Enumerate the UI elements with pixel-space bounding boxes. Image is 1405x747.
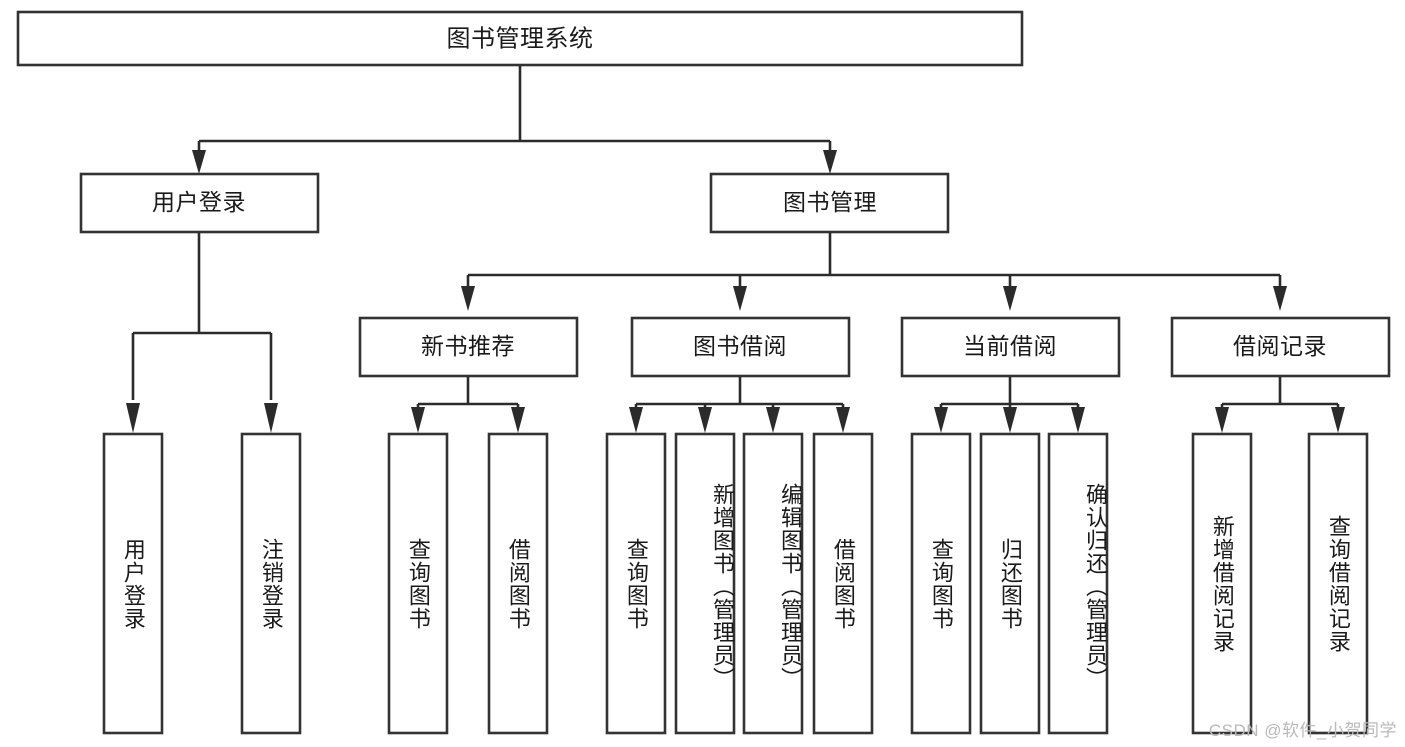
leaf-box-cb-confirm-return[interactable] (1047, 432, 1109, 735)
arrow-head-bb-borrow-book (836, 407, 850, 433)
node-book-borrow[interactable]: 图书借阅 (630, 316, 851, 378)
arrow-head-br-query-record (1331, 407, 1345, 433)
leaf-box-cb-query-book[interactable] (910, 432, 972, 735)
connector-group-current-borrow (934, 376, 1085, 433)
connector-group-borrow-record (1215, 376, 1345, 433)
arrow-head-leaf-user-login (126, 403, 140, 433)
node-user-login[interactable]: 用户登录 (79, 172, 320, 234)
arrow-head-nbr-query-book (411, 407, 425, 433)
node-label-current-borrow: 当前借阅 (963, 333, 1057, 359)
node-box-book-management[interactable] (709, 172, 950, 234)
node-box-borrow-record[interactable] (1170, 316, 1391, 378)
node-label-book-borrow: 图书借阅 (693, 333, 787, 359)
leaf-box-logout[interactable] (240, 432, 302, 735)
arrow-head-new-book-recommend (461, 286, 475, 311)
arrow-head-bb-add-book (698, 407, 712, 433)
connector-group-book-borrow (629, 376, 850, 433)
node-label-borrow-record: 借阅记录 (1233, 333, 1327, 359)
node-label-new-book-recommend: 新书推荐 (421, 333, 515, 359)
arrow-head-book-mgmt (823, 150, 837, 174)
connector-group-book-mgmt (461, 232, 1287, 311)
node-borrow-record[interactable]: 借阅记录 (1170, 316, 1391, 378)
arrow-head-cb-query-book (934, 407, 948, 433)
node-label-user-login: 用户登录 (152, 189, 246, 215)
arrow-head-br-add-record (1215, 407, 1229, 433)
arrow-head-nbr-borrow-book (511, 407, 525, 433)
arrow-head-cb-return-book (1003, 407, 1017, 433)
leaf-boxes-borrow-record (1191, 432, 1369, 735)
node-label-book-management: 图书管理 (783, 189, 877, 215)
node-box-book-borrow[interactable] (630, 316, 851, 378)
connector-group-user-login (126, 232, 278, 433)
node-box-new-book-recommend[interactable] (358, 316, 579, 378)
connector-group-root (192, 65, 837, 174)
leaf-boxes-book-borrow (605, 432, 874, 735)
leaf-box-cb-return-book[interactable] (979, 432, 1041, 735)
arrow-head-bb-edit-book (766, 407, 780, 433)
leaf-box-nbr-query-book[interactable] (387, 432, 449, 735)
leaf-box-br-add-record[interactable] (1191, 432, 1253, 735)
node-current-borrow[interactable]: 当前借阅 (900, 316, 1121, 378)
leaf-boxes-current-borrow (910, 432, 1109, 735)
leaf-box-br-query-record[interactable] (1307, 432, 1369, 735)
node-label-root: 图书管理系统 (447, 25, 594, 52)
node-book-management[interactable]: 图书管理 (709, 172, 950, 234)
arrow-head-user-login (192, 150, 206, 174)
node-new-book-recommend[interactable]: 新书推荐 (358, 316, 579, 378)
leaf-box-bb-borrow-book[interactable] (812, 432, 874, 735)
leaf-box-bb-edit-book[interactable] (742, 432, 804, 735)
leaf-boxes-user-login (102, 432, 302, 735)
connector-group-new-book-recommend (411, 376, 525, 433)
leaf-box-nbr-borrow-book[interactable] (487, 432, 549, 735)
arrow-head-leaf-logout (264, 403, 278, 433)
arrow-head-book-borrow (733, 286, 747, 311)
arrow-head-current-borrow (1003, 286, 1017, 311)
arrow-head-borrow-record (1273, 286, 1287, 311)
node-box-root[interactable] (16, 10, 1024, 67)
leaf-boxes-new-book-recommend (387, 432, 549, 735)
leaf-box-user-login[interactable] (102, 432, 164, 735)
leaf-box-bb-query-book[interactable] (605, 432, 667, 735)
node-root[interactable]: 图书管理系统 (16, 10, 1024, 67)
arrow-head-bb-query-book (629, 407, 643, 433)
node-box-user-login[interactable] (79, 172, 320, 234)
leaf-box-bb-add-book[interactable] (674, 432, 736, 735)
node-box-current-borrow[interactable] (900, 316, 1121, 378)
watermark-text: CSDN @软件_小贺同学 (1208, 721, 1397, 740)
arrow-head-cb-confirm-return (1071, 407, 1085, 433)
